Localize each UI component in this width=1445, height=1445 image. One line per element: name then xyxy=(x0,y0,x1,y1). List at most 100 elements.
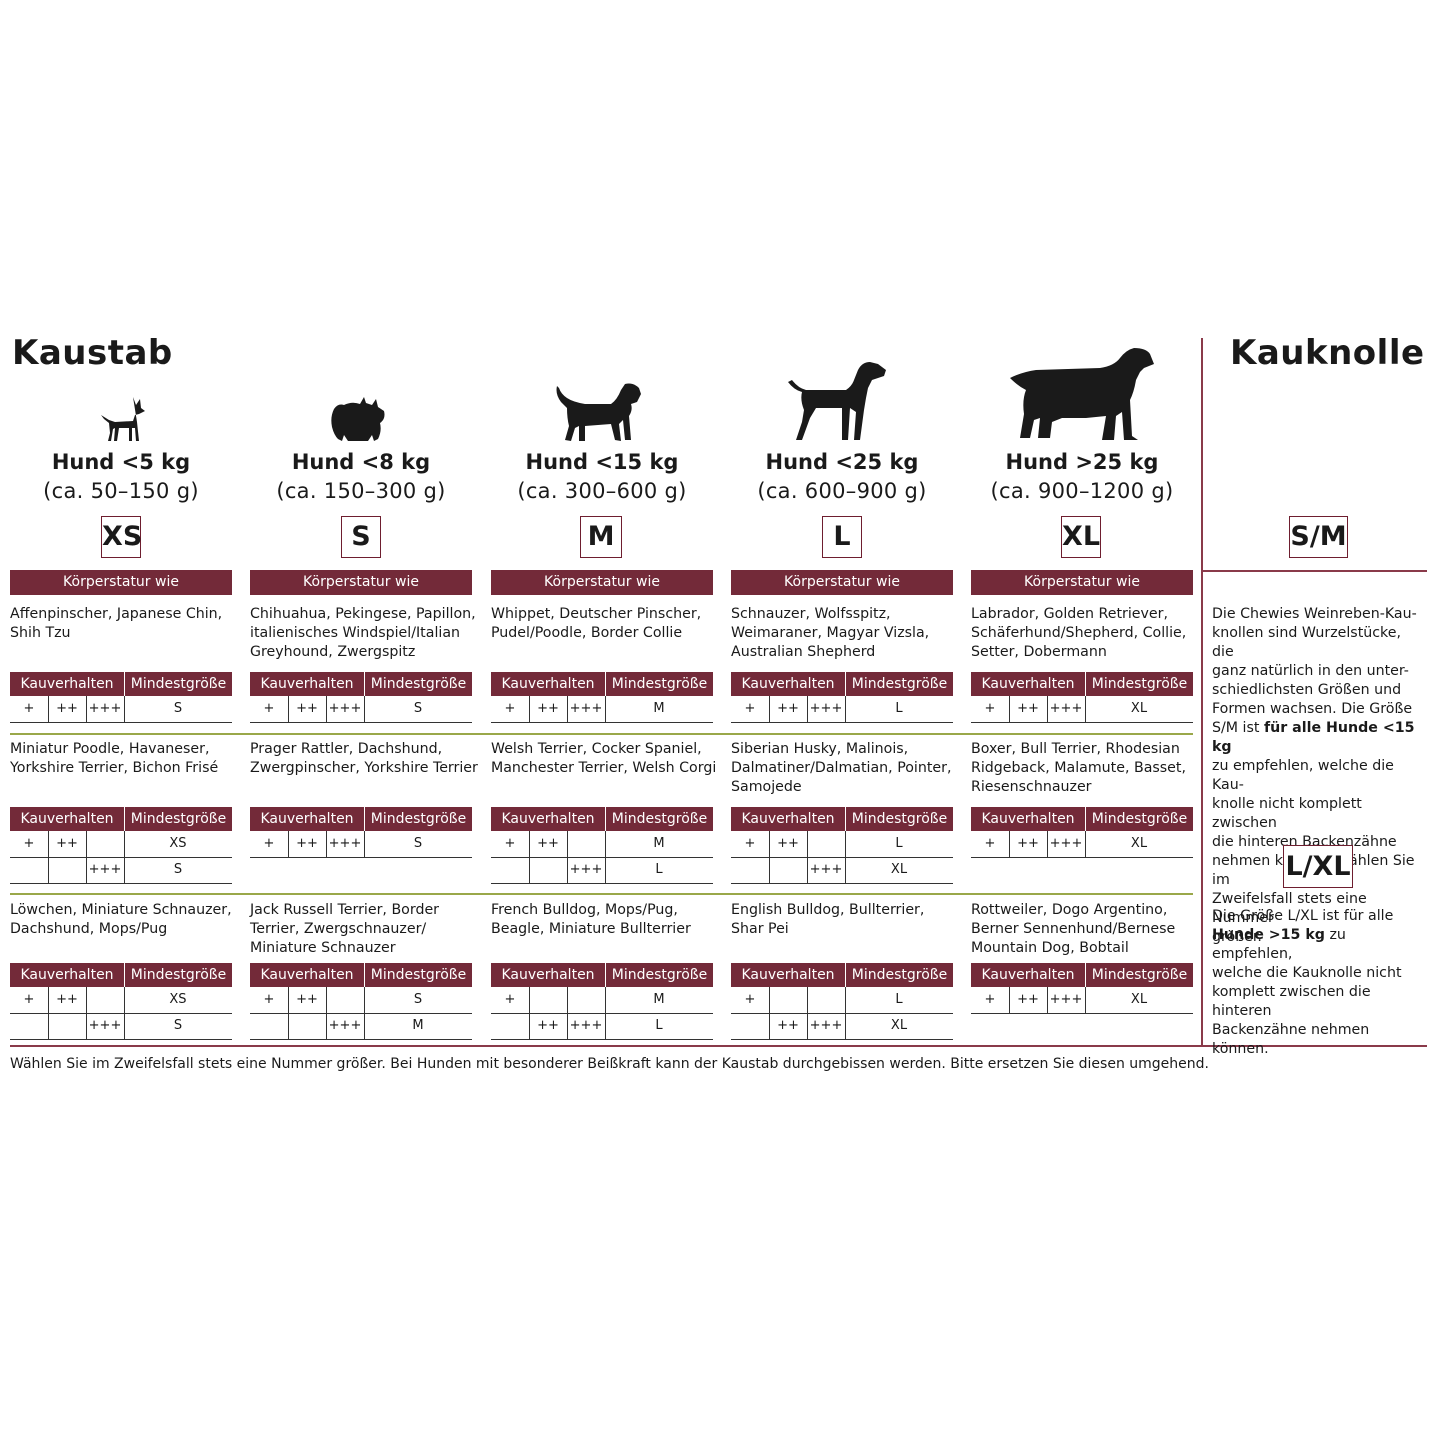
chew-level-cell: ++ xyxy=(777,836,799,851)
chew-table-row: ++++++XL xyxy=(971,987,1193,1013)
cell-divider xyxy=(845,987,846,1013)
header-divider xyxy=(364,963,365,987)
chew-table-row: +++M xyxy=(491,831,713,857)
cell-divider xyxy=(567,1013,568,1039)
breed-list: Jack Russell Terrier, Border Terrier, Zw… xyxy=(250,902,440,956)
cell-divider xyxy=(807,831,808,857)
cell-divider xyxy=(288,831,289,857)
header-divider xyxy=(124,807,125,831)
cell-divider xyxy=(288,1013,289,1039)
cell-divider xyxy=(807,987,808,1013)
min-size-cell: M xyxy=(653,836,665,851)
row-rule xyxy=(250,722,472,723)
cell-divider xyxy=(1047,987,1048,1013)
min-size-cell: XS xyxy=(169,836,187,851)
row-rule xyxy=(250,857,472,858)
chew-level-cell: ++ xyxy=(537,701,559,716)
cell-divider xyxy=(529,987,530,1013)
cell-divider xyxy=(845,696,846,722)
row-rule xyxy=(250,1039,472,1040)
chew-level-cell xyxy=(491,857,529,883)
header-divider xyxy=(605,807,606,831)
cell-divider xyxy=(567,987,568,1013)
kauverhalten-header: Kauverhalten xyxy=(260,967,354,983)
header-divider xyxy=(605,963,606,987)
kauknolle-lxl-size-box: L/XL xyxy=(1283,845,1353,888)
kauverhalten-header: Kauverhalten xyxy=(20,811,114,827)
chew-level-cell: ++ xyxy=(1017,992,1039,1007)
chew-level-cell: + xyxy=(263,701,275,716)
koerperstatur-header: Körperstatur wie xyxy=(731,570,953,595)
kauverhalten-header: Kauverhalten xyxy=(741,676,835,692)
chew-level-cell: +++ xyxy=(1049,836,1083,851)
chew-level-cell xyxy=(731,1013,769,1039)
min-size-cell: XS xyxy=(169,992,187,1007)
weight-heading: Hund <25 kg xyxy=(765,450,919,474)
mindestgroesse-header: Mindestgröße xyxy=(851,967,948,983)
bottom-rule xyxy=(10,1045,1427,1047)
breed-list: Boxer, Bull Terrier, Rhodesian Ridgeback… xyxy=(971,741,1186,795)
mindestgroesse-header: Mindestgröße xyxy=(851,676,948,692)
cell-divider xyxy=(48,696,49,722)
min-size-cell: M xyxy=(653,701,665,716)
chew-table-row: ++++++L xyxy=(731,696,953,722)
mindestgroesse-header: Mindestgröße xyxy=(130,967,227,983)
cell-divider xyxy=(288,987,289,1013)
row-rule xyxy=(491,883,713,884)
chew-level-cell: +++ xyxy=(328,1018,362,1033)
chew-level-cell xyxy=(10,857,48,883)
row-rule xyxy=(10,1039,232,1040)
chew-level-cell xyxy=(529,987,567,1013)
kauverhalten-header: Kauverhalten xyxy=(741,967,835,983)
weight-heading: Hund <5 kg xyxy=(51,450,191,474)
row-rule xyxy=(491,857,713,858)
min-size-cell: L xyxy=(655,1018,663,1033)
chew-table-row: +++S xyxy=(250,987,472,1013)
row-rule xyxy=(731,857,953,858)
chew-level-cell: +++ xyxy=(328,836,362,851)
chew-table-row: +++XL xyxy=(731,857,953,883)
chew-level-cell: +++ xyxy=(1049,992,1083,1007)
cell-divider xyxy=(1009,987,1010,1013)
row-rule xyxy=(971,1013,1193,1014)
chew-level-cell xyxy=(529,857,567,883)
chew-level-cell xyxy=(769,857,807,883)
cell-divider xyxy=(288,696,289,722)
chew-level-cell xyxy=(250,1013,288,1039)
header-divider xyxy=(605,672,606,696)
min-size-cell: L xyxy=(655,862,663,877)
size-box: M xyxy=(580,516,622,558)
cell-divider xyxy=(605,857,606,883)
row-rule xyxy=(731,1039,953,1040)
cell-divider xyxy=(605,831,606,857)
cell-divider xyxy=(1009,696,1010,722)
cell-divider xyxy=(605,1013,606,1039)
row-rule xyxy=(971,722,1193,723)
cell-divider xyxy=(124,987,125,1013)
chew-level-cell xyxy=(731,857,769,883)
chew-level-cell xyxy=(86,987,124,1013)
chew-level-cell: + xyxy=(263,992,275,1007)
chew-level-cell: ++ xyxy=(1017,701,1039,716)
cell-divider xyxy=(326,1013,327,1039)
breed-list: Whippet, Deutscher Pinscher, Pudel/Poodl… xyxy=(491,606,702,641)
breed-list: Prager Rattler, Dachshund, Zwergpinscher… xyxy=(250,741,478,776)
chew-level-cell xyxy=(567,831,605,857)
retriever-dog-icon xyxy=(1010,346,1154,442)
cell-divider xyxy=(769,1013,770,1039)
chew-level-cell: + xyxy=(984,701,996,716)
koerperstatur-header: Körperstatur wie xyxy=(971,570,1193,595)
chew-table-row: +++XS xyxy=(10,831,232,857)
chew-level-cell xyxy=(807,987,845,1013)
min-size-cell: XL xyxy=(890,862,908,877)
breed-list: Miniatur Poodle, Havaneser, Yorkshire Te… xyxy=(10,741,219,776)
chew-level-cell xyxy=(48,1013,86,1039)
size-box: XL xyxy=(1061,516,1101,558)
chew-level-cell: + xyxy=(744,992,756,1007)
